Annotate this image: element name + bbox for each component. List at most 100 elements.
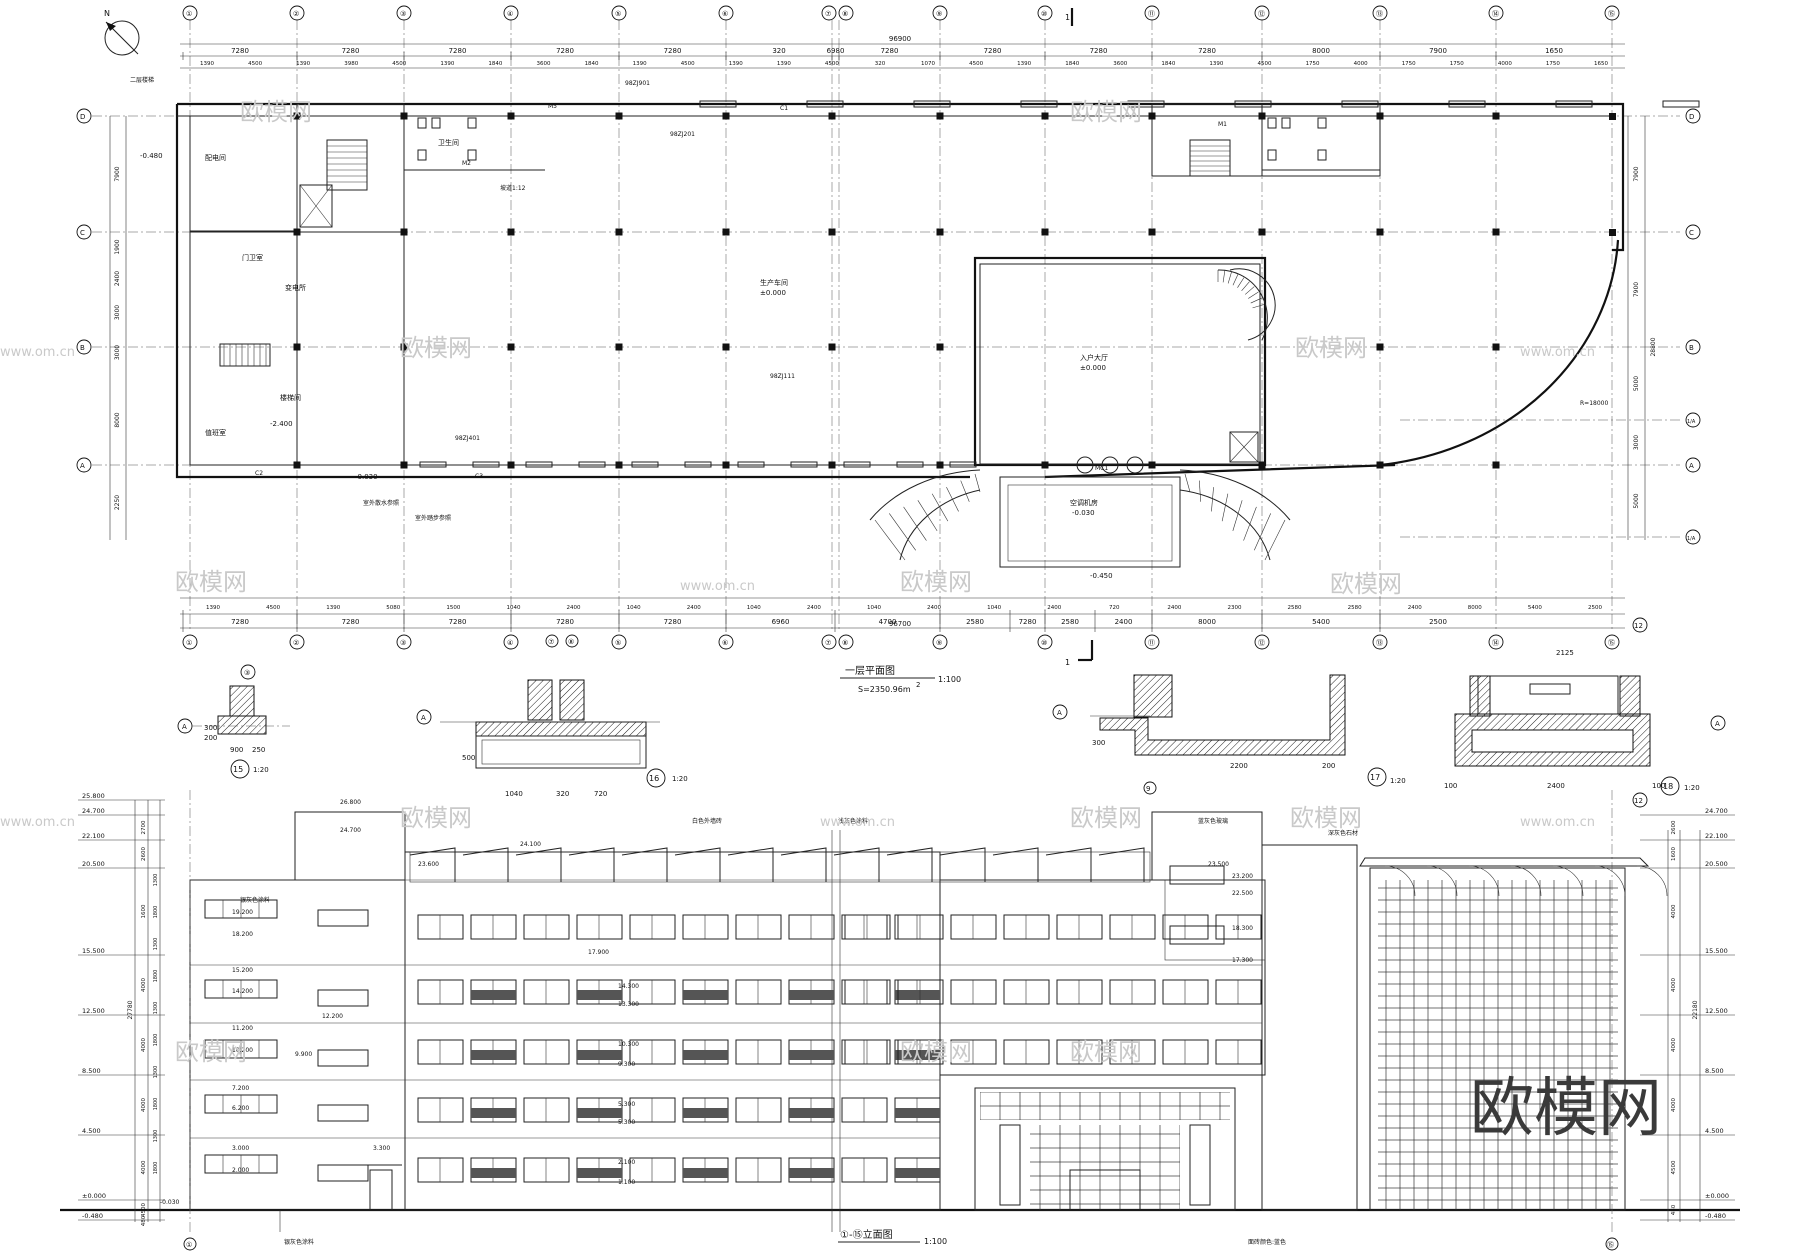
row-label-right: A	[1689, 462, 1694, 470]
dim-top-bay: 6980	[827, 47, 845, 55]
axis-bubble-bottom	[838, 634, 854, 650]
column	[400, 112, 408, 120]
dim-right-total: 28800	[1650, 337, 1657, 356]
axis-bubble-bottom	[289, 634, 305, 650]
elev-misc-level: 23.200	[1232, 873, 1253, 880]
column	[1258, 112, 1266, 120]
elevation-right-levels: 24.70022.10020.50015.50012.5008.5004.500…	[1640, 807, 1735, 1222]
window-top	[913, 100, 951, 108]
svg-text:1: 1	[1065, 658, 1070, 667]
dim-bottom-bay: 2500	[1429, 618, 1447, 626]
axis-label-top: ①	[186, 10, 192, 18]
dim-bottom-bay: 7280	[1019, 618, 1037, 626]
elev-level-right: -0.480	[1705, 1212, 1726, 1220]
axis-label-top: ③	[400, 10, 406, 18]
elev-window	[1056, 979, 1103, 1005]
axis-label-top: ⑥	[722, 10, 728, 18]
elev-misc-level: 3.300	[373, 1145, 390, 1152]
row-bubble-right	[1685, 108, 1701, 124]
axis-bubble-bottom	[1144, 634, 1160, 650]
column	[1376, 112, 1384, 120]
elev-misc-level: 24.100	[520, 841, 541, 848]
column	[615, 343, 623, 351]
elev-window	[1215, 1039, 1262, 1065]
elev-dim-left: 4500	[141, 1203, 147, 1217]
dim-top-bay: 7280	[556, 47, 574, 55]
dim-bottom-bay: 2580	[1061, 618, 1079, 626]
elev-sub-left: 1800	[153, 1162, 159, 1175]
elev-level-left: 20.500	[82, 860, 105, 868]
elev-band-level: 5.300	[618, 1119, 635, 1126]
axis-label-top: ⑩	[1041, 10, 1047, 18]
dim-bottom-sub: 2400	[927, 605, 941, 611]
elev-window	[523, 979, 570, 1005]
room-label-ac: 空调机房	[1070, 498, 1098, 507]
dim-top-bay: 7900	[1429, 47, 1447, 55]
window-top	[1127, 100, 1165, 108]
elev-material-note: 蓝灰色玻璃	[1198, 817, 1228, 825]
window-bottom	[419, 461, 447, 468]
elevation-title-block: ① ⑮ ①-⑮立面图 1:100	[183, 1228, 1619, 1251]
dim-top-sub: 4500	[392, 61, 406, 67]
dim-top-bay: 7280	[1090, 47, 1108, 55]
dim-top-sub: 1750	[1450, 61, 1464, 67]
dim-bottom-sub: 1040	[987, 605, 1001, 611]
row-label-left: B	[80, 344, 85, 352]
column	[615, 461, 623, 469]
column	[507, 461, 515, 469]
axis-bubble-top	[1488, 5, 1504, 21]
elev-misc-level: 23.600	[418, 861, 439, 868]
watermark: 欧模网	[1070, 98, 1142, 126]
column	[1041, 461, 1049, 469]
axis-label-bottom: ⑬	[1376, 639, 1383, 647]
elev-level-right: 22.100	[1705, 832, 1728, 840]
elev-material-note: 深灰色石材	[1328, 829, 1358, 837]
elev-window	[523, 1097, 570, 1123]
row-bubble-right	[1685, 339, 1701, 355]
elev-misc-level: 9.900	[295, 1051, 312, 1058]
dim-top-sub: 1390	[200, 61, 214, 67]
elev-band-level: 9.300	[618, 1061, 635, 1068]
watermark-url: www.om.cn	[1520, 345, 1595, 360]
elev-window	[576, 914, 623, 940]
elev-dim-right: 4000	[1671, 978, 1677, 992]
svg-text:500: 500	[462, 754, 475, 762]
axis-label-bottom: ②	[293, 639, 299, 647]
elev-misc-level: -0.030	[160, 1199, 180, 1206]
elev-sub-left: 1800	[153, 970, 159, 983]
svg-text:320: 320	[556, 790, 569, 798]
elev-window	[844, 914, 891, 940]
svg-text:2200: 2200	[1230, 762, 1248, 770]
elev-window	[1109, 1039, 1156, 1065]
dim-top-sub: 1390	[633, 61, 647, 67]
elev-window	[317, 989, 369, 1007]
elev-window	[897, 914, 944, 940]
dim-right: 3000	[1633, 435, 1640, 450]
window-bottom	[631, 461, 659, 468]
axis-label-bottom: ⑩	[1041, 639, 1047, 647]
svg-text:A: A	[421, 714, 426, 722]
detail-16: ⑦ ⑧ A 16 1:20 1040 320 720 500	[416, 634, 688, 798]
svg-text:200: 200	[204, 734, 217, 742]
elev-misc-level: 24.700	[340, 827, 361, 834]
axis-label-bottom: ①	[186, 639, 192, 647]
elev-level-left: 22.100	[82, 832, 105, 840]
elev-window	[894, 914, 941, 940]
elev-window-level: 6.200	[232, 1105, 249, 1112]
elev-window	[417, 1097, 464, 1123]
axis-label-top: ⑭	[1492, 10, 1499, 18]
watermark: 欧模网	[1330, 570, 1402, 598]
window-top	[1555, 100, 1593, 108]
dim-bottom-sub: 2400	[1047, 605, 1061, 611]
elev-window	[841, 979, 888, 1005]
plan-note: 室外散水参照	[363, 499, 399, 507]
axis-bubble-top	[1604, 5, 1620, 21]
detail-18: 12 A 12 18 1:20 2125 2400 100 100	[1444, 617, 1726, 808]
elev-window	[317, 1049, 369, 1067]
column	[1041, 112, 1049, 120]
dim-top-sub: 3600	[537, 61, 551, 67]
elev-level-right: 15.500	[1705, 947, 1728, 955]
axis-bubble-top	[182, 5, 198, 21]
